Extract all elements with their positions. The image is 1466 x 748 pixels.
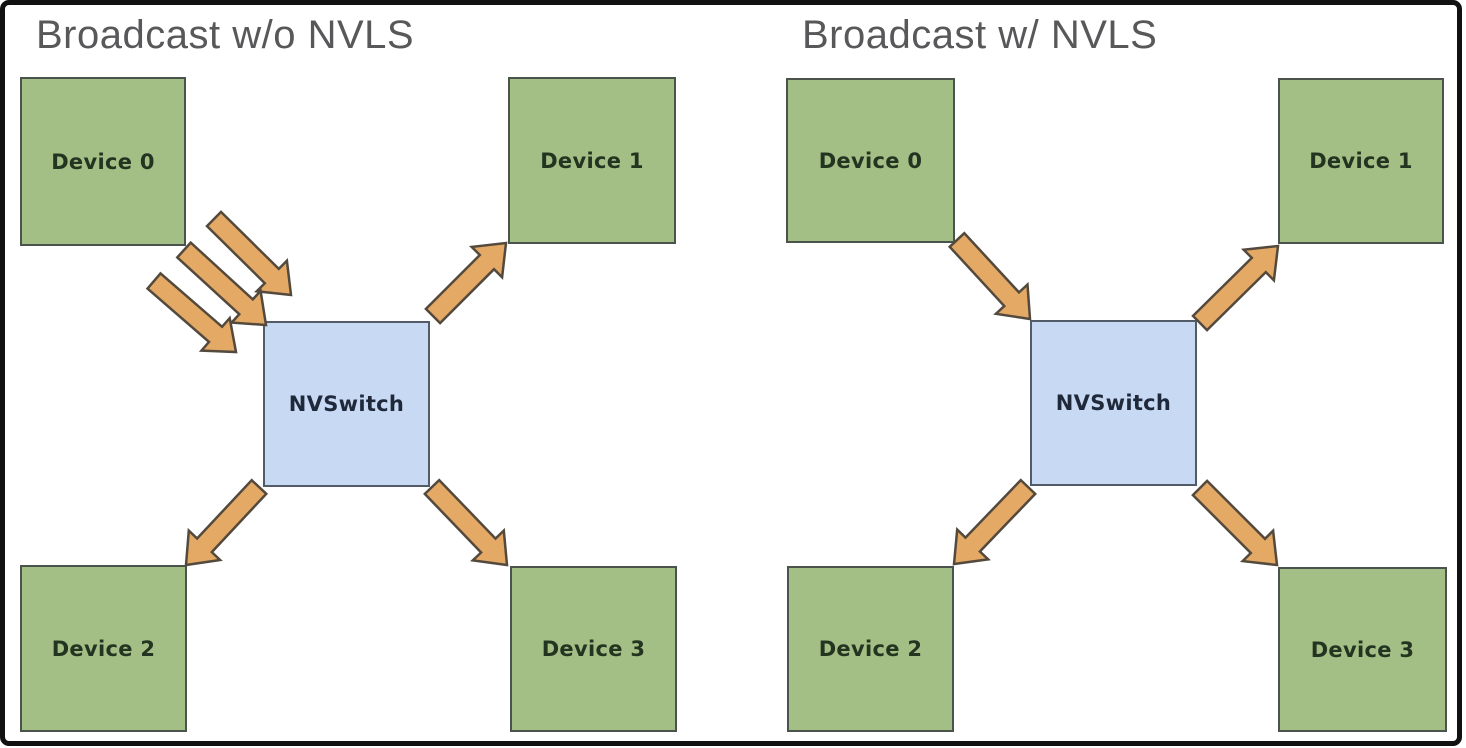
device-2-label: Device 2: [51, 636, 156, 661]
arrow-nvswitch-to-device1-nvls: [1191, 244, 1280, 332]
arrow-nvswitch-to-device3-nvls: [1191, 479, 1279, 567]
arrow-nvswitch-to-device2-nvls: [952, 478, 1037, 566]
device-3-label: Device 3: [1310, 637, 1415, 662]
panel-title-without-nvls: Broadcast w/o NVLS: [36, 13, 415, 57]
device-3-label: Device 3: [541, 637, 646, 661]
with-nvls-device-3: Device 3: [1278, 567, 1447, 732]
arrow-nvswitch-to-device3: [423, 478, 509, 567]
without-nvls-device-0: Device 0: [20, 77, 186, 246]
with-nvls-device-1: Device 1: [1278, 78, 1444, 244]
with-nvls-nvswitch: NVSwitch: [1030, 320, 1197, 486]
device-0-label: Device 0: [51, 149, 155, 174]
without-nvls-nvswitch: NVSwitch: [263, 321, 430, 487]
without-nvls-device-3: Device 3: [510, 566, 677, 732]
panel-title-with-nvls: Broadcast w/ NVLS: [802, 13, 1158, 57]
without-nvls-device-1: Device 1: [508, 77, 676, 244]
device-1-label: Device 1: [540, 148, 644, 173]
with-nvls-device-0: Device 0: [786, 78, 955, 243]
arrow-device0-to-nvswitch-copy-1: [205, 210, 293, 297]
arrow-nvswitch-to-device1: [424, 241, 508, 325]
device-1-label: Device 1: [1309, 149, 1413, 173]
nvswitch-label: NVSwitch: [288, 392, 405, 416]
arrow-nvswitch-to-device2: [184, 478, 269, 567]
with-nvls-device-2: Device 2: [787, 566, 954, 732]
without-nvls-device-2: Device 2: [20, 565, 187, 732]
arrow-device0-to-nvswitch: [947, 231, 1032, 321]
device-2-label: Device 2: [818, 637, 923, 661]
nvswitch-label: NVSwitch: [1055, 391, 1172, 415]
arrow-device0-to-nvswitch-copy-3: [145, 271, 238, 354]
device-0-label: Device 0: [818, 148, 923, 173]
arrow-device0-to-nvswitch-copy-2: [175, 240, 268, 327]
